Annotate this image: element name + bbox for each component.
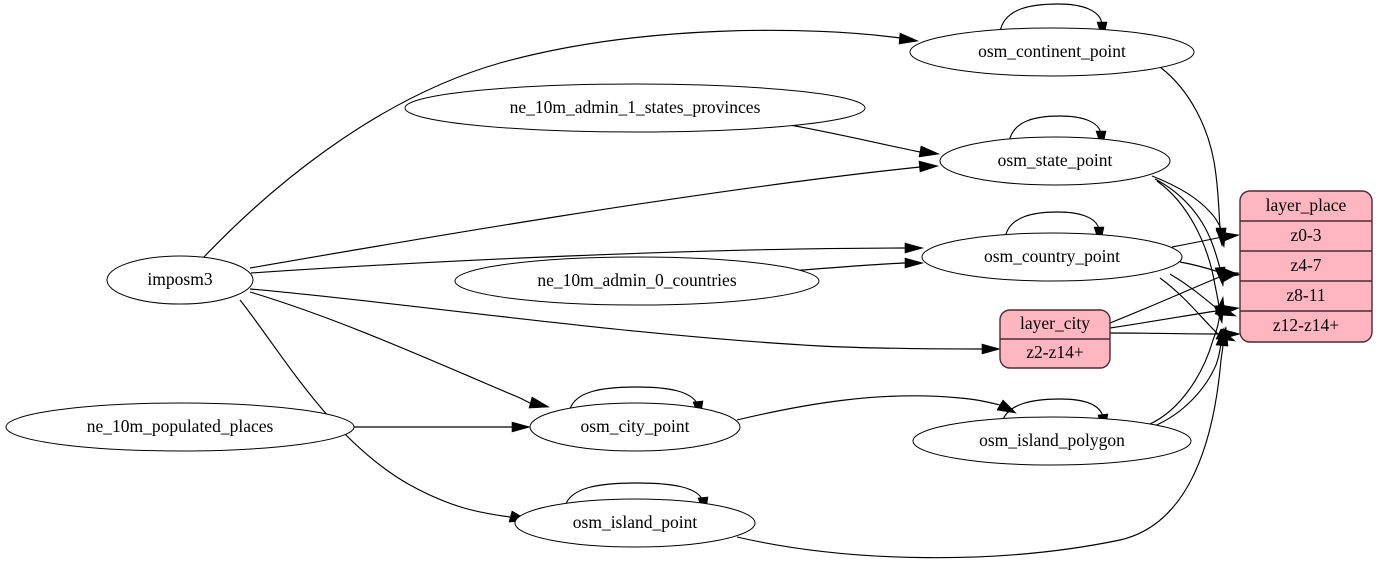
edge-osm-country-point-to-z8-11 bbox=[1169, 273, 1220, 311]
arrowhead-ne-countries-osm-country-point bbox=[904, 257, 925, 269]
node-ne-10m-admin-1-states-provinces[interactable]: ne_10m_admin_1_states_provinces bbox=[404, 83, 866, 133]
node-shape-ne-countries[interactable] bbox=[454, 256, 820, 306]
edge-self-loop-osm-continent-point bbox=[999, 3, 1103, 33]
arrowhead-osm-city-osm-island-polygon bbox=[996, 399, 1017, 414]
record-box-layer-place[interactable] bbox=[1239, 190, 1373, 343]
node-label-osm-city-point: osm_city_point bbox=[581, 416, 690, 436]
node-label-imposm3: imposm3 bbox=[147, 269, 212, 289]
node-shape-osm-island-point[interactable] bbox=[514, 498, 756, 548]
node-osm-continent-point[interactable]: osm_continent_point bbox=[909, 27, 1195, 77]
edge-imposm3-to-osm-island-point bbox=[239, 299, 511, 518]
edge-self-loop-osm-state-point bbox=[1008, 115, 1102, 143]
edge-ne-countries-to-osm-country-point bbox=[789, 262, 906, 272]
edge-imposm3-to-osm-state-point bbox=[249, 166, 921, 269]
edge-osm-island-polygon-to-z8-11 bbox=[1149, 312, 1221, 425]
arrowhead-ne-states-osm-state-point bbox=[918, 145, 941, 158]
edge-imposm3-to-osm-city-point bbox=[249, 291, 531, 404]
edge-osm-island-point-to-z12-z14 bbox=[736, 343, 1224, 559]
record-row-layer-place-header: layer_place bbox=[1266, 195, 1347, 215]
node-layer: imposm3 ne_10m_admin_1_states_provinces … bbox=[5, 27, 1195, 548]
record-node-layer-city[interactable]: layer_city z2-z14+ bbox=[999, 309, 1111, 369]
edge-osm-country-point-to-z12-z14 bbox=[1159, 277, 1219, 335]
record-row-layer-city-header: layer_city bbox=[1020, 313, 1090, 333]
record-row-layer-place-z12-z14[interactable]: z12-z14+ bbox=[1273, 315, 1339, 335]
edge-osm-city-point-to-osm-island-polygon bbox=[736, 395, 1001, 421]
edge-self-loop-osm-island-point bbox=[564, 482, 704, 507]
edge-osm-state-point-to-z8-11 bbox=[1156, 180, 1220, 307]
edge-self-loop-osm-island-polygon bbox=[1001, 398, 1104, 423]
node-shape-osm-country-point[interactable] bbox=[921, 232, 1183, 282]
node-label-osm-state-point: osm_state_point bbox=[998, 150, 1113, 170]
edge-ne-states-to-osm-state-point bbox=[789, 124, 921, 153]
arrowhead-ne-populated-osm-city-point bbox=[511, 421, 532, 433]
arrowhead-osm-country-z0-3 bbox=[1220, 231, 1241, 243]
record-row-layer-place-z8-11[interactable]: z8-11 bbox=[1286, 285, 1325, 305]
node-shape-ne-populated[interactable] bbox=[5, 402, 355, 452]
edge-layer-city-to-z12-z14 bbox=[1109, 332, 1223, 335]
edge-imposm3-to-layer-city bbox=[249, 288, 983, 350]
edge-layer bbox=[202, 3, 1242, 559]
node-label-ne-states: ne_10m_admin_1_states_provinces bbox=[510, 97, 761, 117]
node-label-osm-island-point: osm_island_point bbox=[573, 512, 698, 532]
node-label-osm-country-point: osm_country_point bbox=[984, 246, 1120, 266]
record-row-layer-place-z4-7[interactable]: z4-7 bbox=[1290, 255, 1321, 275]
arrowhead-osm-island-point-z12-z14 bbox=[1217, 325, 1229, 347]
edge-layer-city-to-z8-11 bbox=[1109, 309, 1223, 329]
edge-osm-country-point-to-z4-7 bbox=[1179, 261, 1223, 274]
arrowhead-osm-island-polygon-z8-11 bbox=[1214, 295, 1226, 316]
node-ne-10m-populated-places[interactable]: ne_10m_populated_places bbox=[5, 402, 355, 452]
node-osm-country-point[interactable]: osm_country_point bbox=[921, 232, 1183, 282]
edge-osm-country-point-to-z0-3 bbox=[1171, 236, 1223, 248]
edge-osm-state-point-to-z0-3 bbox=[1151, 175, 1222, 230]
node-osm-island-point[interactable]: osm_island_point bbox=[514, 498, 756, 548]
node-ne-10m-admin-0-countries[interactable]: ne_10m_admin_0_countries bbox=[454, 256, 820, 306]
node-label-osm-continent-point: osm_continent_point bbox=[978, 41, 1126, 61]
record-row-layer-city-z2-z14[interactable]: z2-z14+ bbox=[1026, 342, 1084, 362]
node-imposm3[interactable]: imposm3 bbox=[106, 255, 254, 305]
node-osm-island-polygon[interactable]: osm_island_polygon bbox=[912, 416, 1192, 466]
node-osm-state-point[interactable]: osm_state_point bbox=[939, 136, 1171, 186]
node-label-osm-island-polygon: osm_island_polygon bbox=[979, 430, 1125, 450]
node-label-ne-countries: ne_10m_admin_0_countries bbox=[537, 270, 736, 290]
node-shape-osm-state-point[interactable] bbox=[939, 136, 1171, 186]
node-shape-imposm3[interactable] bbox=[106, 255, 254, 305]
node-shape-osm-island-polygon[interactable] bbox=[912, 416, 1192, 466]
edge-osm-continent-point-to-z0-3 bbox=[1159, 66, 1221, 229]
node-osm-city-point[interactable]: osm_city_point bbox=[529, 402, 741, 452]
edge-layer-city-to-z4-7 bbox=[1109, 275, 1223, 324]
record-row-layer-place-z0-3[interactable]: z0-3 bbox=[1290, 225, 1321, 245]
edge-self-loop-osm-country-point bbox=[1004, 211, 1100, 239]
node-shape-osm-city-point[interactable] bbox=[529, 402, 741, 452]
edge-self-loop-osm-city-point bbox=[569, 386, 699, 410]
arrowhead-imposm3-osm-city-point bbox=[528, 396, 551, 409]
node-shape-osm-continent-point[interactable] bbox=[909, 27, 1195, 77]
arrowhead-imposm3-osm-state-point bbox=[918, 160, 940, 173]
arrowhead-imposm3-osm-continent-point bbox=[898, 32, 920, 45]
node-shape-ne-states[interactable] bbox=[404, 83, 866, 133]
arrowhead-imposm3-layer-city bbox=[981, 343, 1002, 355]
arrowhead-imposm3-osm-country-point bbox=[904, 242, 925, 254]
record-node-layer: layer_place z0-3 z4-7 z8-11 z12-z14+ lay… bbox=[999, 190, 1373, 369]
edge-imposm3-to-osm-country-point bbox=[250, 247, 906, 274]
edge-imposm3-to-osm-continent-point bbox=[202, 29, 901, 259]
record-node-layer-place[interactable]: layer_place z0-3 z4-7 z8-11 z12-z14+ bbox=[1239, 190, 1373, 343]
edge-osm-state-point-to-z4-7 bbox=[1154, 178, 1221, 269]
node-label-ne-populated: ne_10m_populated_places bbox=[87, 416, 274, 436]
arrowhead-layer-city-z4-7 bbox=[1219, 270, 1240, 283]
edge-osm-island-polygon-to-z12-z14 bbox=[1151, 343, 1222, 428]
